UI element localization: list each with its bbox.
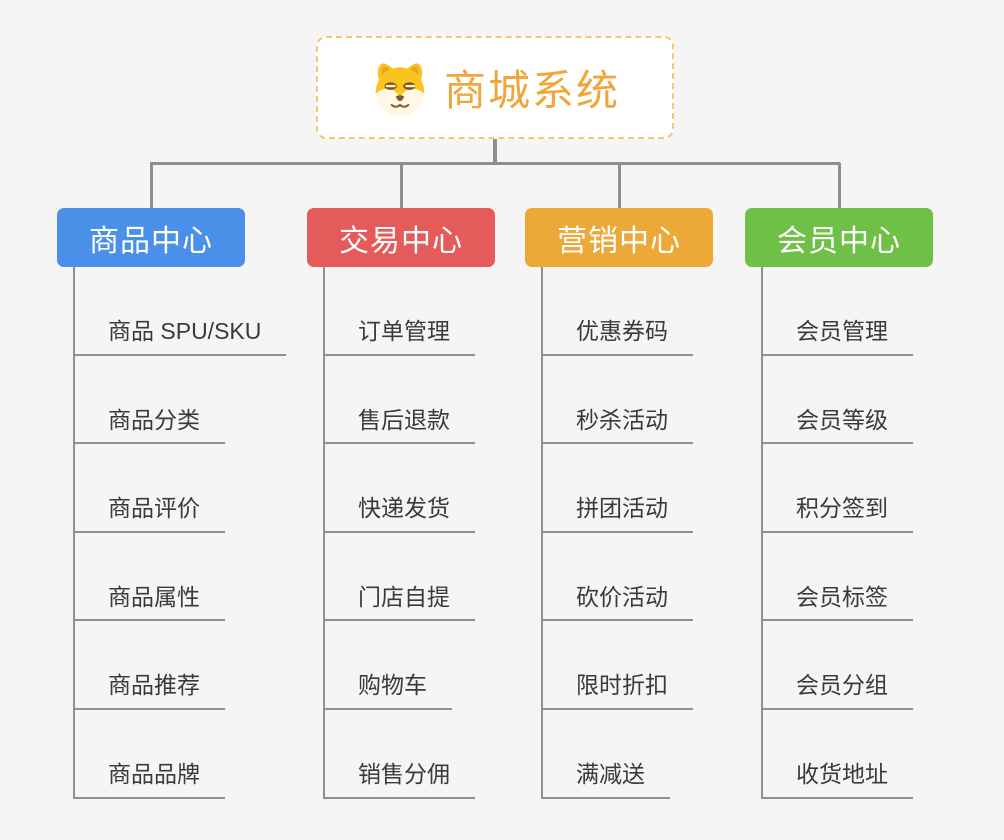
- tree-item-label[interactable]: 会员等级: [763, 407, 913, 445]
- tree-item: 商品分类: [75, 356, 286, 445]
- branch-drop-line: [837, 163, 841, 208]
- branch-spine-line: 优惠券码秒杀活动拼团活动砍价活动限时折扣满减送: [541, 267, 693, 799]
- branch-spine-line: 订单管理售后退款快递发货门店自提购物车销售分佣: [323, 267, 475, 799]
- tree-item-label[interactable]: 优惠券码: [543, 318, 693, 356]
- branch-header-trade[interactable]: 交易中心: [307, 208, 495, 267]
- tree-item: 拼团活动: [543, 444, 693, 533]
- branch-spine-line: 商品 SPU/SKU 商品分类商品评价商品属性商品推荐商品品牌: [73, 267, 287, 799]
- tree-item-label[interactable]: 会员标签: [763, 584, 913, 622]
- branch-drop-line: [617, 163, 621, 208]
- tree-item-label[interactable]: 商品属性: [75, 584, 225, 622]
- branch-bus-line: [150, 162, 840, 165]
- branch-trade: 交易中心 订单管理售后退款快递发货门店自提购物车销售分佣: [307, 0, 495, 840]
- tree-item-label[interactable]: 商品分类: [75, 407, 225, 445]
- tree-item-label[interactable]: 销售分佣: [325, 761, 475, 799]
- branch-drop-line: [149, 163, 153, 208]
- tree-item: 商品品牌: [75, 710, 286, 799]
- tree-item: 商品评价: [75, 444, 286, 533]
- tree-item: 优惠券码: [543, 267, 693, 356]
- tree-item: 购物车: [325, 621, 475, 710]
- tree-item-label[interactable]: 秒杀活动: [543, 407, 693, 445]
- tree-item: 会员标签: [763, 533, 913, 622]
- root-title: 商城系统: [443, 67, 620, 114]
- tree-item: 销售分佣: [325, 710, 475, 799]
- tree-item: 商品属性: [75, 533, 286, 622]
- tree-item: 限时折扣: [543, 621, 693, 710]
- tree-item: 门店自提: [325, 533, 475, 622]
- branch-header-product[interactable]: 商品中心: [57, 208, 245, 267]
- tree-item-label[interactable]: 商品品牌: [75, 761, 225, 799]
- tree-item-label[interactable]: 快递发货: [325, 495, 475, 533]
- root-connector-line: [493, 139, 497, 165]
- tree-item-label[interactable]: 商品 SPU/SKU: [75, 318, 287, 356]
- branch-header-member[interactable]: 会员中心: [745, 208, 933, 267]
- tree-item: 订单管理: [325, 267, 475, 356]
- root-node[interactable]: 商城系统: [316, 36, 674, 139]
- tree-item-label[interactable]: 积分签到: [763, 495, 913, 533]
- tree-item: 商品推荐: [75, 621, 286, 710]
- tree-item-label[interactable]: 会员分组: [763, 672, 913, 710]
- branch-product: 商品中心 商品 SPU/SKU 商品分类商品评价商品属性商品推荐商品品牌: [57, 0, 287, 840]
- tree-item: 砍价活动: [543, 533, 693, 622]
- branch-header-label: 营销中心: [557, 224, 681, 258]
- tree-item: 售后退款: [325, 356, 475, 445]
- tree-item: 收货地址: [763, 710, 913, 799]
- branch-header-label: 交易中心: [339, 224, 463, 258]
- branch-header-label: 商品中心: [89, 224, 213, 258]
- tree-item: 会员等级: [763, 356, 913, 445]
- tree-item-label[interactable]: 砍价活动: [543, 584, 693, 622]
- tree-item-label[interactable]: 商品评价: [75, 495, 225, 533]
- tree-item: 商品 SPU/SKU: [75, 267, 287, 356]
- tree-item-label[interactable]: 收货地址: [763, 761, 913, 799]
- tree-item-label[interactable]: 满减送: [543, 761, 670, 799]
- tree-item-label[interactable]: 购物车: [325, 672, 452, 710]
- tree-item-label[interactable]: 订单管理: [325, 318, 475, 356]
- tree-item: 会员管理: [763, 267, 913, 356]
- tree-item: 秒杀活动: [543, 356, 693, 445]
- tree-item: 满减送: [543, 710, 693, 799]
- tree-item-label[interactable]: 拼团活动: [543, 495, 693, 533]
- branch-header-label: 会员中心: [777, 224, 901, 258]
- tree-item-label[interactable]: 门店自提: [325, 584, 475, 622]
- tree-item-label[interactable]: 限时折扣: [543, 672, 693, 710]
- tree-item: 会员分组: [763, 621, 913, 710]
- tree-item-label[interactable]: 商品推荐: [75, 672, 225, 710]
- tree-item-label[interactable]: 会员管理: [763, 318, 913, 356]
- branch-spine-line: 会员管理会员等级积分签到会员标签会员分组收货地址: [761, 267, 913, 799]
- tree-item: 快递发货: [325, 444, 475, 533]
- dog-face-icon: [375, 62, 425, 116]
- branch-header-marketing[interactable]: 营销中心: [525, 208, 713, 267]
- tree-item: 积分签到: [763, 444, 913, 533]
- tree-item-label[interactable]: 售后退款: [325, 407, 475, 445]
- branch-member: 会员中心 会员管理会员等级积分签到会员标签会员分组收货地址: [745, 0, 933, 840]
- branch-marketing: 营销中心 优惠券码秒杀活动拼团活动砍价活动限时折扣满减送: [525, 0, 713, 840]
- branch-drop-line: [399, 163, 403, 208]
